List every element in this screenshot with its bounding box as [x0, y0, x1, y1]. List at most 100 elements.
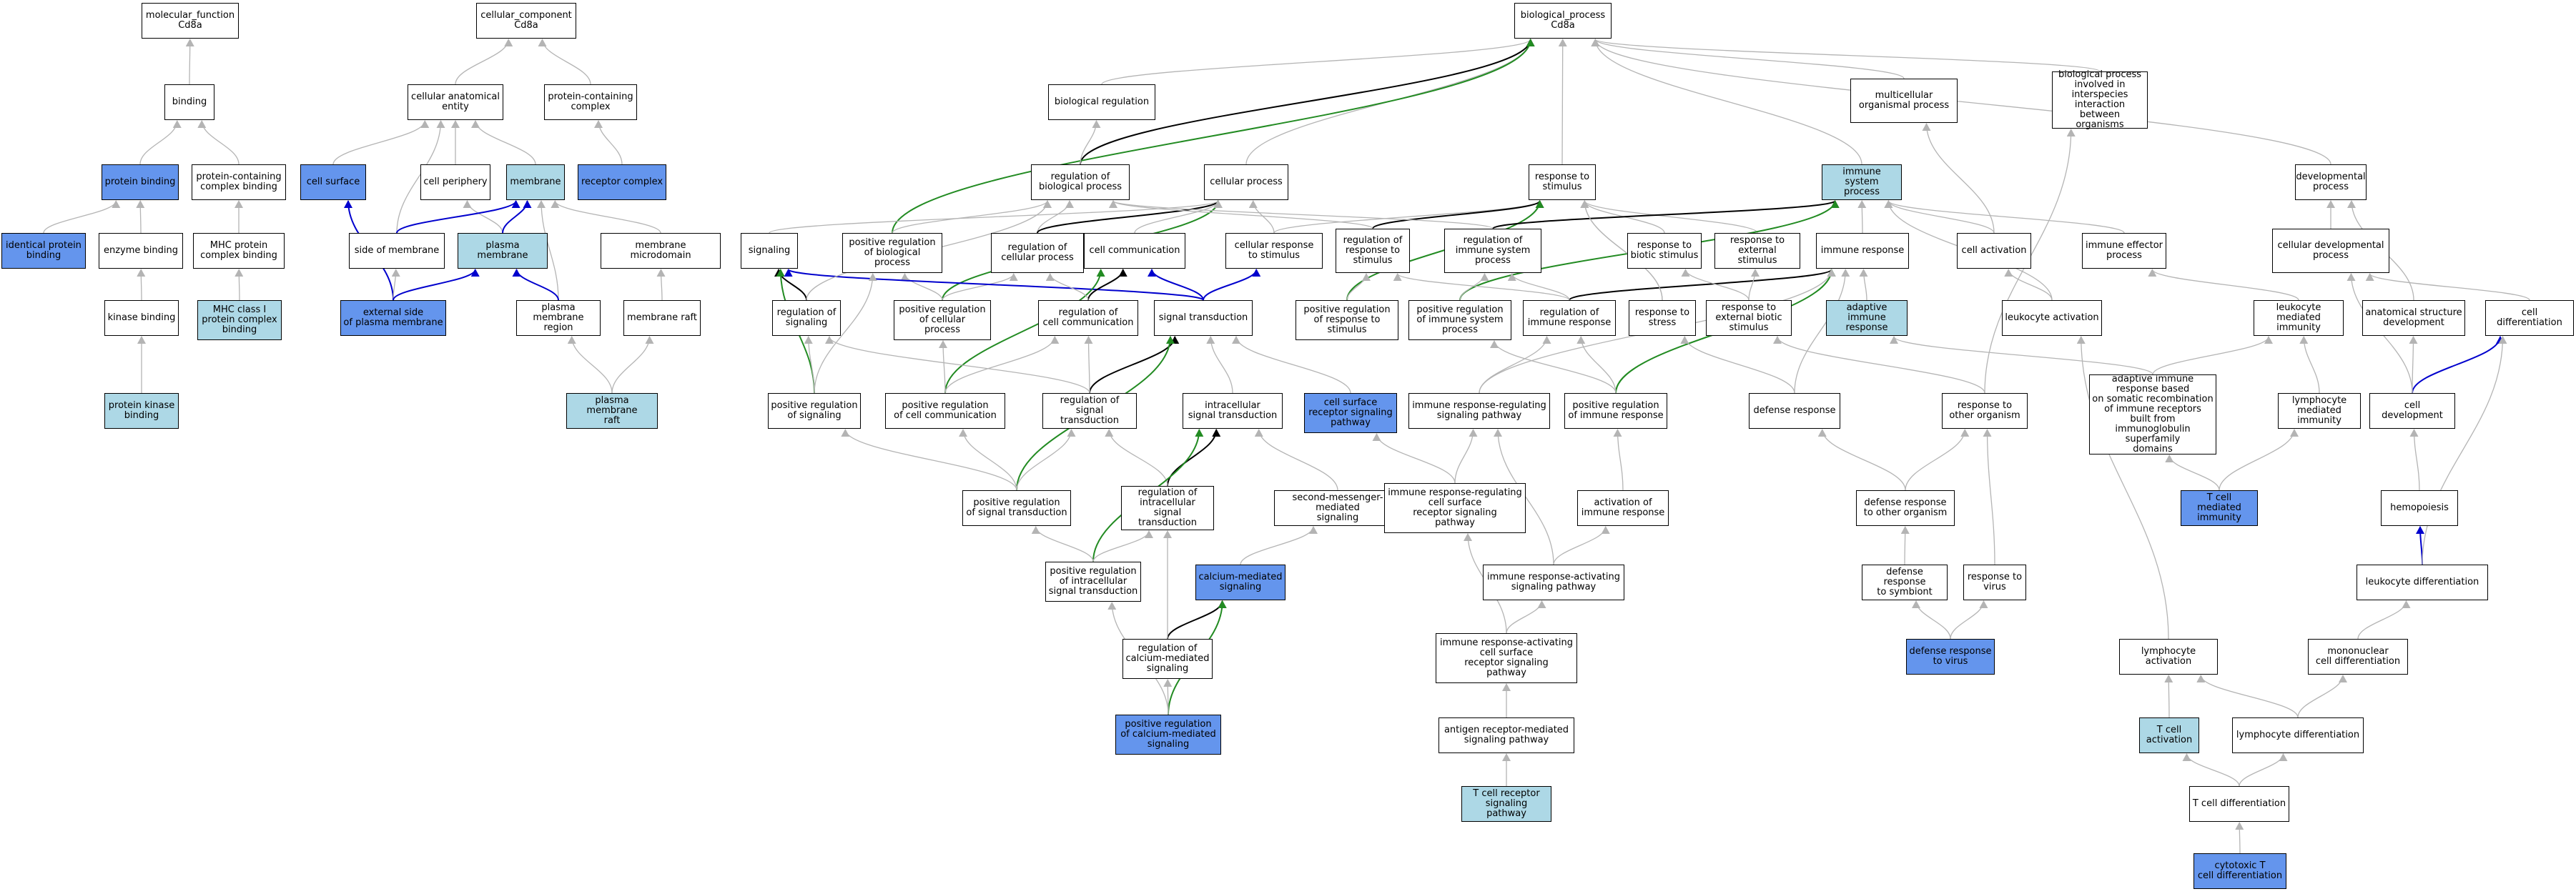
is-a-edge-black — [1167, 600, 1227, 640]
is-a-edge-gray — [594, 120, 623, 165]
is-a-edge-gray — [2299, 336, 2320, 394]
is-a-edge-gray — [939, 340, 948, 394]
is-a-edge-gray — [1507, 273, 1570, 301]
is-a-edge-gray — [1479, 336, 1551, 394]
go-term-node: T cell differentiation — [2189, 786, 2289, 822]
go-term-node: cellular response to stimulus — [1225, 233, 1323, 269]
is-a-edge-gray — [2235, 822, 2244, 854]
go-term-node: cell differentiation — [2485, 300, 2574, 336]
is-a-edge-gray — [1580, 200, 1663, 301]
is-a-edge-gray — [2196, 675, 2299, 718]
go-term-node: cell surface — [300, 164, 366, 200]
is-a-edge-blue — [1148, 269, 1204, 301]
is-a-edge-gray — [1393, 273, 1570, 301]
go-term-node: positive regulation of cell communicatio… — [885, 393, 1005, 429]
go-term-node: positive regulation of cellular process — [894, 300, 991, 340]
is-a-edge-gray — [2409, 429, 2420, 491]
is-a-edge-gray — [2365, 273, 2530, 301]
is-a-edge-black — [1089, 336, 1180, 394]
go-term-node: enzyme binding — [99, 233, 183, 269]
is-a-edge-gray — [1748, 269, 1760, 301]
is-a-edge-gray — [471, 120, 536, 165]
go-term-node: calcium-mediated signaling — [1195, 565, 1285, 600]
is-a-edge-gray — [1817, 429, 1906, 491]
is-a-edge-gray — [2182, 753, 2240, 787]
is-a-edge-gray — [2165, 455, 2220, 491]
go-term-node: signal transduction — [1154, 300, 1253, 336]
is-a-edge-gray — [1232, 336, 1351, 394]
is-a-edge-gray — [825, 336, 1090, 394]
go-term-node: cell communication — [1084, 233, 1185, 269]
go-term-node: receptor complex — [578, 164, 666, 200]
is-a-edge-gray — [1016, 429, 1076, 491]
is-a-edge-green — [944, 269, 1105, 394]
go-term-node: cellular process — [1204, 164, 1288, 200]
go-term-node: immune response-regulating cell surface … — [1384, 483, 1526, 533]
go-term-node: regulation of cell communication — [1038, 300, 1138, 336]
go-term-node: positive regulation of calcium-mediated … — [1115, 715, 1221, 755]
is-a-edge-gray — [1084, 336, 1093, 394]
go-term-node: immune response-activating cell surface … — [1436, 633, 1577, 683]
is-a-edge-gray — [1591, 39, 2101, 72]
go-term-node: regulation of response to stimulus — [1336, 229, 1410, 273]
go-term-node: adaptive immune response based on somati… — [2089, 374, 2216, 455]
is-a-edge-gray — [1580, 200, 1758, 234]
go-term-node: regulation of calcium-mediated signaling — [1122, 639, 1213, 679]
is-a-edge-black — [1372, 200, 1544, 229]
go-term-node: cellular developmental process — [2272, 229, 2389, 273]
go-term-node: immune system process — [1822, 164, 1902, 200]
is-a-edge-gray — [1591, 39, 2331, 165]
go-term-node: protein kinase binding — [104, 393, 179, 429]
go-term-node: anatomical structure development — [2362, 300, 2465, 336]
is-a-edge-gray — [537, 200, 559, 301]
is-a-edge-gray — [814, 273, 877, 394]
is-a-edge-black — [1037, 200, 1223, 234]
is-a-edge-gray — [2152, 336, 2273, 375]
is-a-edge-black — [1167, 429, 1221, 487]
go-term-node: positive regulation of intracellular sig… — [1045, 562, 1141, 602]
is-a-edge-gray — [1109, 200, 1373, 229]
is-a-edge-gray — [1080, 120, 1101, 165]
go-term-node: response to stimulus — [1529, 164, 1596, 200]
is-a-edge-gray — [1905, 429, 1970, 491]
go-term-node: biological regulation — [1048, 84, 1155, 120]
go-term-node: plasma membrane region — [516, 300, 601, 336]
go-term-node: regulation of cellular process — [991, 233, 1084, 273]
is-a-edge-gray — [538, 39, 591, 85]
go-term-node: adaptive immune response — [1826, 300, 1908, 336]
go-term-node: leukocyte activation — [2002, 300, 2102, 336]
go-term-node: positive regulation of biological proces… — [842, 233, 942, 273]
is-a-edge-blue — [1203, 269, 1261, 301]
is-a-edge-blue — [502, 200, 532, 234]
is-a-edge-gray — [1494, 429, 1554, 565]
go-term-node: MHC class I protein complex binding — [197, 300, 282, 340]
is-a-edge-gray — [137, 269, 146, 301]
go-term-node: membrane — [506, 164, 565, 200]
is-a-edge-gray — [2409, 336, 2418, 394]
go-term-node: response to external stimulus — [1714, 233, 1800, 269]
is-a-edge-gray — [1558, 39, 1567, 165]
is-a-edge-gray — [1206, 336, 1233, 394]
is-a-edge-gray — [1680, 336, 1795, 394]
go-term-node: signaling — [741, 233, 798, 269]
go-term-node: antigen receptor-mediated signaling path… — [1438, 717, 1574, 753]
is-a-edge-gray — [1454, 429, 1478, 484]
go-term-node: immune effector process — [2082, 233, 2166, 269]
is-a-edge-gray — [1506, 600, 1546, 634]
go-term-node: plasma membrane raft — [566, 393, 658, 429]
go-term-node: binding — [164, 84, 214, 120]
go-term-node: T cell receptor signaling pathway — [1461, 786, 1551, 822]
is-a-edge-gray — [1459, 273, 1489, 301]
is-a-edge-gray — [2422, 336, 2507, 565]
go-term-node: cellular_component Cd8a — [476, 3, 576, 39]
is-a-edge-gray — [656, 269, 666, 301]
go-term-node: regulation of immune response — [1523, 300, 1616, 336]
go-term-node: positive regulation of immune response — [1564, 393, 1667, 429]
is-a-edge-gray — [1922, 123, 1995, 234]
is-a-edge-gray — [1884, 200, 1995, 234]
go-term-node: MHC protein complex binding — [193, 233, 285, 269]
is-a-edge-gray — [1490, 340, 1617, 394]
is-a-edge-gray — [942, 273, 1018, 301]
go-term-node: protein binding — [102, 164, 179, 200]
go-term-node: regulation of biological process — [1031, 164, 1130, 200]
